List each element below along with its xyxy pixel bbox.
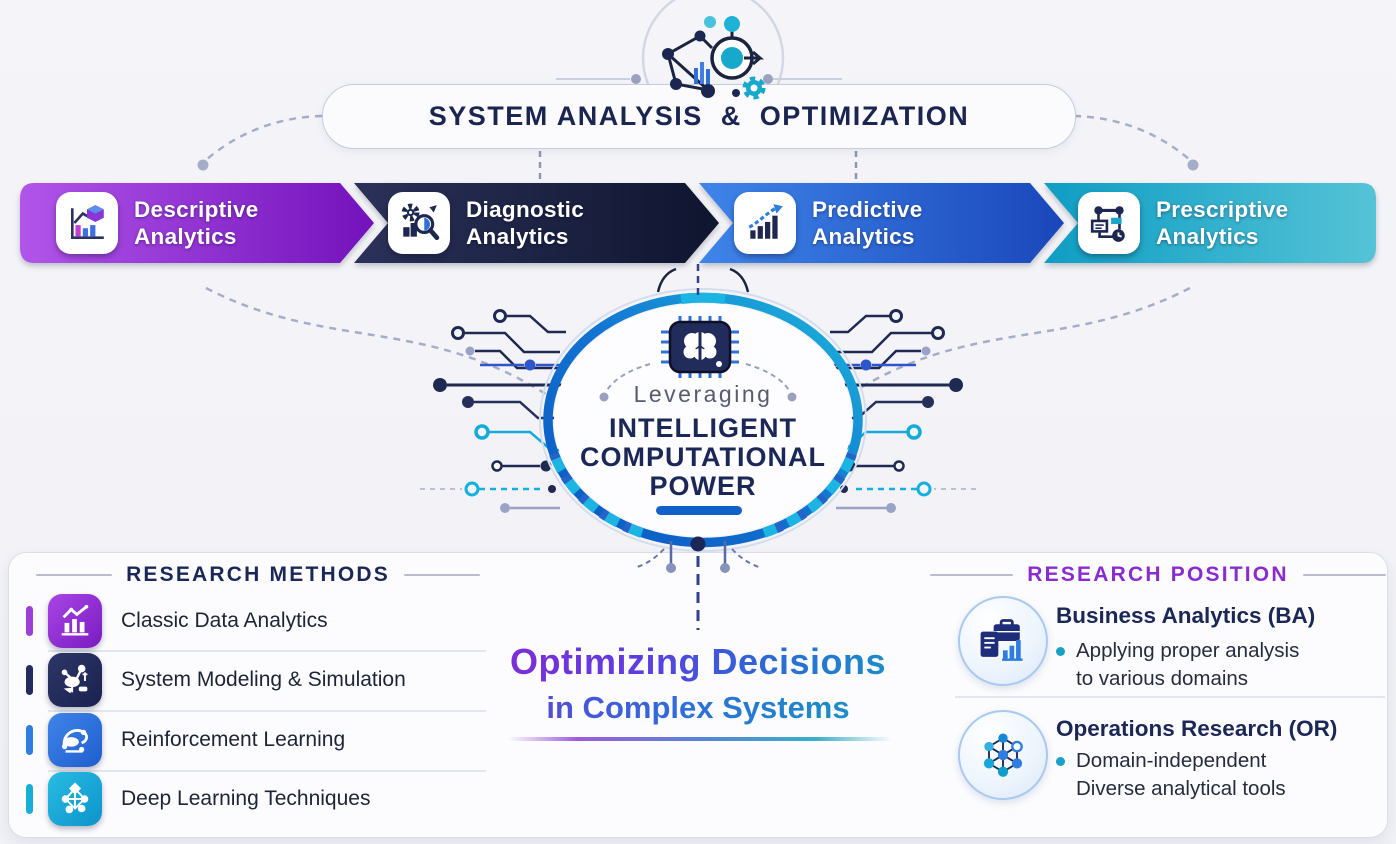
method-label: Classic Data Analytics	[121, 609, 328, 632]
accent-bar	[26, 725, 33, 755]
method-row: Classic Data Analytics	[26, 593, 496, 649]
bar-chart-trend-icon	[48, 594, 102, 648]
method-row: Reinforcement Learning	[26, 712, 496, 768]
position-bullet: Applying proper analysis	[1056, 639, 1299, 663]
tagline: Optimizing Decisions in Complex Systems	[448, 641, 948, 726]
flowchart-decision-icon	[1078, 192, 1140, 254]
chip-brain-icon	[661, 316, 739, 378]
method-label: Reinforcement Learning	[121, 728, 346, 751]
neural-network-icon	[48, 772, 102, 826]
accent-bar	[26, 784, 33, 814]
core-intro: Leveraging	[633, 381, 773, 407]
growth-chart-icon	[734, 192, 796, 254]
page-title: SYSTEM ANALYSIS & OPTIMIZATION	[428, 101, 970, 131]
stage-prescriptive: Prescriptive Analytics	[1156, 197, 1289, 249]
method-label: Deep Learning Techniques	[121, 787, 371, 810]
network-analysis-gear-icon	[662, 16, 766, 100]
graph-network-icon	[958, 710, 1048, 800]
method-row: System Modeling & Simulation	[26, 652, 496, 708]
position-title: Business Analytics (BA)	[1056, 603, 1316, 628]
research-methods-title: RESEARCH METHODS	[126, 563, 390, 586]
position-title: Operations Research (OR)	[1056, 716, 1338, 741]
accent-bar	[26, 606, 33, 636]
research-methods-header: RESEARCH METHODS	[36, 562, 481, 588]
stage-predictive: Predictive Analytics	[812, 197, 923, 249]
core-message: Leveraging INTELLIGENT COMPUTATIONAL POW…	[548, 381, 858, 501]
bullet-dot	[1056, 646, 1065, 656]
tagline-underline	[508, 737, 892, 741]
gear-magnifier-icon	[388, 192, 450, 254]
accent-bar	[26, 665, 33, 695]
tagline-line2: in Complex Systems	[448, 690, 948, 726]
tagline-line1: Optimizing Decisions	[448, 641, 948, 683]
method-label: System Modeling & Simulation	[121, 668, 406, 691]
position-bullet-cont: Diverse analytical tools	[1076, 777, 1286, 800]
core-underline	[656, 506, 742, 515]
stage-diagnostic: Diagnostic Analytics	[466, 197, 585, 249]
feedback-loop-icon	[48, 713, 102, 767]
briefcase-chart-icon	[958, 596, 1048, 686]
method-row: Deep Learning Techniques	[26, 771, 496, 827]
bullet-dot	[1056, 756, 1065, 766]
research-position-header: RESEARCH POSITION	[930, 562, 1386, 588]
position-bullet-cont: to various domains	[1076, 667, 1249, 690]
stage-descriptive: Descriptive Analytics	[134, 197, 259, 249]
chart-cube-icon	[56, 192, 118, 254]
position-bullet: Domain-independent	[1056, 749, 1266, 773]
research-position-title: RESEARCH POSITION	[1027, 563, 1289, 586]
simulation-model-icon	[48, 653, 102, 707]
